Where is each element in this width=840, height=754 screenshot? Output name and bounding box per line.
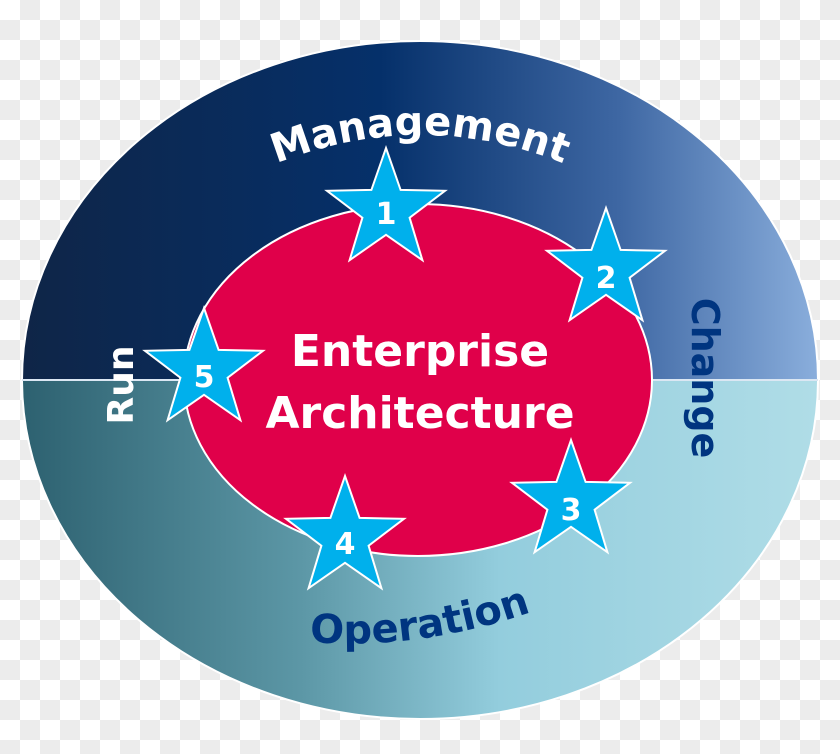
- star-number: 3: [561, 493, 582, 528]
- star-1: 1: [324, 144, 448, 263]
- star-number: 2: [596, 261, 617, 296]
- star-3: 3: [509, 436, 633, 555]
- center-title-line1: Enterprise: [291, 326, 549, 377]
- star-number: 4: [335, 527, 356, 562]
- star-2: 2: [544, 204, 668, 323]
- star-icon: [509, 436, 633, 555]
- star-number: 1: [376, 197, 397, 232]
- label-change: Change: [683, 298, 727, 459]
- star-5: 5: [142, 304, 266, 423]
- label-run: Run: [101, 346, 142, 425]
- star-icon: [142, 304, 266, 423]
- star-number: 5: [194, 360, 215, 395]
- star-icon: [324, 144, 448, 263]
- star-4: 4: [283, 472, 407, 591]
- star-icon: [283, 472, 407, 591]
- star-icon: [544, 204, 668, 323]
- center-title-line2: Architecture: [265, 388, 574, 439]
